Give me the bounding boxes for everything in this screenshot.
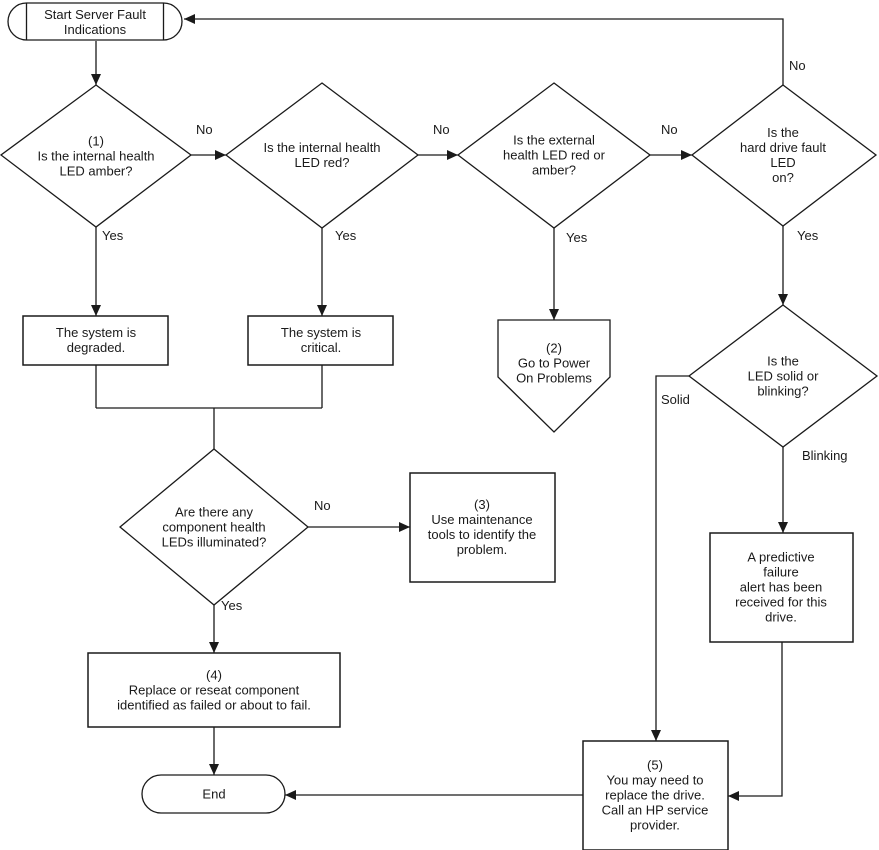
label-no-internal-amber: No (196, 122, 213, 137)
decision-external-shape (456, 82, 652, 229)
label-solid: Solid (661, 392, 690, 407)
process-degraded-label: The system is degraded. (55, 325, 137, 355)
start-terminator-shape (7, 2, 183, 41)
process-replace-drive-label: (5) You may need to replace the drive. C… (601, 757, 709, 833)
edge-solid-path (651, 375, 689, 741)
process-maintenance-shape (409, 472, 556, 583)
decision-internal-amber-label: (1) Is the internal health LED amber? (37, 133, 155, 179)
label-no-internal-red: No (433, 122, 450, 137)
decision-external-label: Is the external health LED red or amber? (503, 132, 605, 178)
edge-predictive-to-replace-drive (728, 642, 783, 801)
label-yes-internal-red: Yes (335, 228, 357, 243)
process-critical-shape (247, 315, 394, 366)
process-replace-drive-shape (582, 740, 729, 850)
start-node-label: Start Server Fault Indications (44, 7, 146, 37)
process-predictive-label: A predictive failure alert has been rece… (735, 549, 827, 625)
label-no-component-leds: No (314, 498, 331, 513)
decision-internal-amber-shape (0, 84, 193, 228)
label-yes-hard-drive: Yes (797, 228, 819, 243)
decision-solid-blinking-shape (687, 304, 879, 448)
decision-internal-red-shape (224, 82, 420, 229)
edge-hard-drive-no-loop (184, 14, 784, 85)
end-terminator-shape (141, 774, 286, 814)
process-predictive-shape (709, 532, 854, 643)
decision-solid-blinking-label: Is the LED solid or blinking? (747, 353, 819, 399)
offpage-goto-power-label: (2) Go to Power On Problems (516, 340, 592, 386)
label-yes-external: Yes (566, 230, 588, 245)
process-critical-label: The system is critical. (280, 325, 362, 355)
label-no-external: No (661, 122, 678, 137)
decision-internal-red-label: Is the internal health LED red? (263, 140, 381, 170)
end-node-label: End (202, 786, 226, 802)
label-no-hard-drive: No (789, 58, 806, 73)
decision-component-leds-label: Are there any component health LEDs illu… (161, 504, 267, 550)
process-replace-reseat-shape (87, 652, 341, 728)
decision-hard-drive-shape (690, 84, 878, 227)
label-yes-internal-amber: Yes (102, 228, 124, 243)
label-blinking: Blinking (802, 448, 848, 463)
process-maintenance-label: (3) Use maintenance tools to identify th… (427, 497, 537, 557)
offpage-goto-power-shape (497, 319, 611, 433)
process-degraded-shape (22, 315, 169, 366)
label-yes-component-leds: Yes (221, 598, 243, 613)
decision-hard-drive-label: Is the hard drive fault LED on? (740, 125, 826, 185)
decision-component-leds-shape (118, 448, 310, 606)
process-replace-reseat-label: (4) Replace or reseat component identifi… (117, 667, 311, 713)
